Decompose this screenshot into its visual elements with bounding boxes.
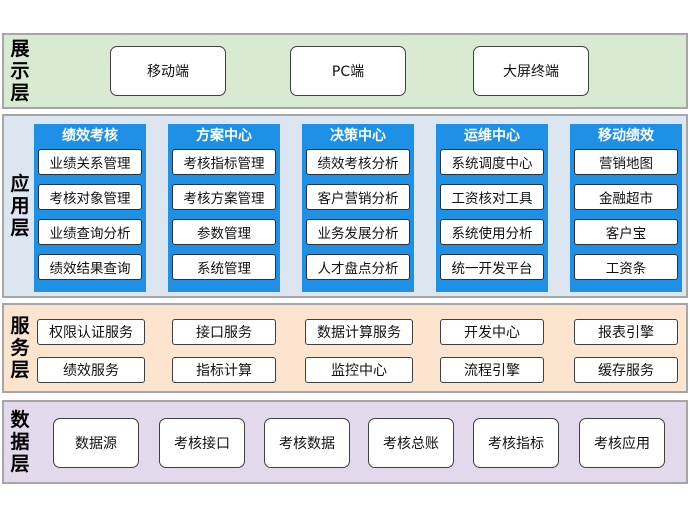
column-item: 业绩查询分析: [38, 219, 142, 245]
column-item: 工资条: [574, 254, 678, 280]
data-source: 数据源: [53, 418, 139, 468]
service-layer-label: 服 务 层: [10, 315, 30, 381]
column-item: 客户营销分析: [306, 184, 410, 210]
app-column-decision: 决策中心 绩效考核分析 客户营销分析 业务发展分析 人才盘点分析: [302, 124, 414, 292]
display-layer-label: 展 示 层: [10, 38, 30, 104]
app-column-scheme: 方案中心 考核指标管理 考核方案管理 参数管理 系统管理: [168, 124, 280, 292]
column-item: 营销地图: [574, 149, 678, 175]
data-interface: 考核接口: [159, 418, 245, 468]
column-title: 移动绩效: [598, 128, 654, 144]
column-item: 系统管理: [172, 254, 276, 280]
column-item: 系统使用分析: [440, 219, 544, 245]
column-title: 绩效考核: [62, 128, 118, 144]
service-process-engine: 流程引擎: [440, 357, 544, 383]
service-dev-center: 开发中心: [440, 319, 544, 345]
service-layer: 服 务 层 权限认证服务 接口服务 数据计算服务 开发中心 报表引擎 绩效服务 …: [2, 303, 688, 393]
service-performance: 绩效服务: [37, 357, 145, 383]
column-item: 参数管理: [172, 219, 276, 245]
column-item: 考核对象管理: [38, 184, 142, 210]
service-data-compute: 数据计算服务: [305, 319, 413, 345]
service-interface: 接口服务: [172, 319, 276, 345]
data-layer: 数 据 层 数据源 考核接口 考核数据 考核总账 考核指标 考核应用: [2, 400, 688, 484]
service-monitor: 监控中心: [305, 357, 413, 383]
column-item: 人才盘点分析: [306, 254, 410, 280]
data-application: 考核应用: [579, 418, 665, 468]
data-assessment: 考核数据: [264, 418, 350, 468]
app-column-mobile: 移动绩效 营销地图 金融超市 客户宝 工资条: [570, 124, 682, 292]
service-indicator-calc: 指标计算: [172, 357, 276, 383]
service-report-engine: 报表引擎: [574, 319, 678, 345]
column-title: 方案中心: [196, 128, 252, 144]
application-layer: 应 用 层 绩效考核 业绩关系管理 考核对象管理 业绩查询分析 绩效结果查询 方…: [2, 114, 688, 298]
app-column-performance: 绩效考核 业绩关系管理 考核对象管理 业绩查询分析 绩效结果查询: [34, 124, 146, 292]
column-item: 业绩关系管理: [38, 149, 142, 175]
column-item: 工资核对工具: [440, 184, 544, 210]
column-item: 绩效考核分析: [306, 149, 410, 175]
column-item: 绩效结果查询: [38, 254, 142, 280]
column-item: 客户宝: [574, 219, 678, 245]
display-big-screen: 大屏终端: [473, 46, 589, 96]
service-auth: 权限认证服务: [37, 319, 145, 345]
data-indicator: 考核指标: [473, 418, 559, 468]
app-column-operations: 运维中心 系统调度中心 工资核对工具 系统使用分析 统一开发平台: [436, 124, 548, 292]
column-item: 统一开发平台: [440, 254, 544, 280]
data-ledger: 考核总账: [368, 418, 454, 468]
column-item: 考核方案管理: [172, 184, 276, 210]
display-mobile: 移动端: [110, 46, 226, 96]
column-item: 考核指标管理: [172, 149, 276, 175]
column-item: 系统调度中心: [440, 149, 544, 175]
data-layer-label: 数 据 层: [10, 409, 30, 475]
column-item: 业务发展分析: [306, 219, 410, 245]
display-layer: 展 示 层 移动端 PC端 大屏终端: [2, 33, 688, 109]
display-pc: PC端: [290, 46, 406, 96]
column-title: 运维中心: [464, 128, 520, 144]
service-cache: 缓存服务: [574, 357, 678, 383]
column-title: 决策中心: [330, 128, 386, 144]
application-layer-label: 应 用 层: [10, 173, 30, 239]
column-item: 金融超市: [574, 184, 678, 210]
